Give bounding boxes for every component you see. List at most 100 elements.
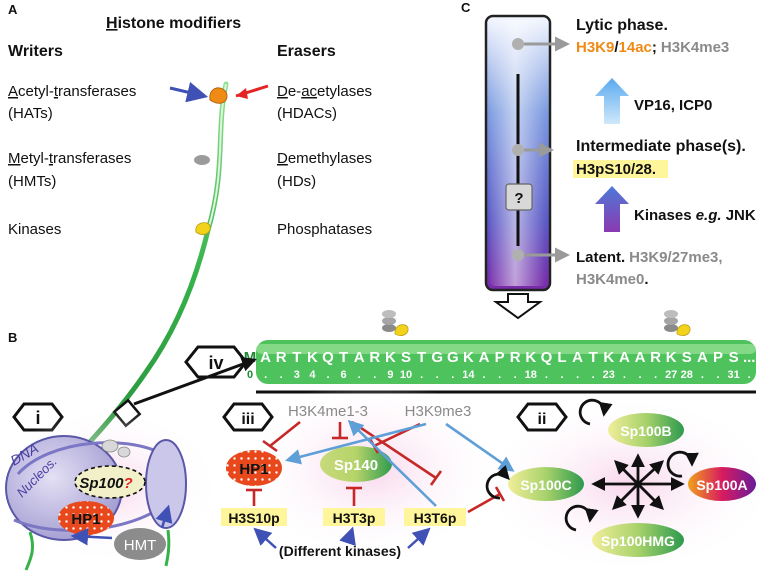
mod-mark-k27-s28 [664,310,691,336]
act-h3k9-sp100c [445,422,515,472]
sequence-position: . [592,369,595,381]
factor2-c: JNK [722,207,756,224]
eraser-hds: (HDs) [277,173,316,190]
sequence-residue: Q [322,349,334,366]
kinase-arrow-s10 [253,527,277,549]
sequence-position: 4 [309,369,316,381]
sequence-residue: R [510,349,521,366]
sequence-residue: P [713,349,723,366]
sequence-position: . [451,369,454,381]
intermediate-dot [512,144,524,156]
acetyl-mark-icon [209,87,228,104]
sequence-residue: S [729,349,739,366]
sp100b-label: Sp100B [620,423,671,439]
loop-sp100b [578,398,613,426]
panel-a-label: A [8,2,18,17]
sequence-position: 18 [525,369,537,381]
kinase-arrow-t3 [339,526,356,547]
w2-c: t [49,150,54,167]
inh-bar [262,439,278,453]
nucleosome: DNA Nucleos. [5,435,187,571]
erasers-header: Erasers [277,43,336,60]
sequence-position: . [560,369,563,381]
sp100hmg-label: Sp100HMG [601,533,675,549]
latent-mark-h3k9-27me3: H3K9/27me3 [629,249,718,266]
sp100q-text: Sp100 [79,475,124,492]
lytic-mark-h3k9: H3K9 [576,39,614,56]
loop-sp100c [485,464,510,500]
inh-bar [429,470,443,486]
h3t6p-label: H3T6p [414,510,457,526]
sequence-residue: A [572,349,583,366]
sequence-position: . [701,369,704,381]
lytic-dot-text: . [663,17,667,34]
sequence-residue: K [463,349,474,366]
e1-a: D [277,83,288,100]
methyl-icon [382,310,396,318]
writer-arrow [169,81,209,103]
h3s10p-highlight [221,508,287,526]
sp100hmg-oval [592,523,684,557]
nucleosome-tail [24,531,34,571]
eraser-hdacs: (HDACs) [277,105,337,122]
h3s10p-label: H3S10p [228,510,279,526]
intermediate-phase-label: Intermediate phase(s). [576,138,746,155]
kinase-arrow-t6 [407,527,431,549]
loop-sp100hmg [564,504,599,532]
panel-c: C ? Lytic phase. H3K9/14ac;H3K4me3 VP16,… [461,0,756,320]
sp100-question-label: Sp100? [79,475,132,492]
inter-mark-28: 28 [635,161,652,178]
sequence-residue: A [635,349,646,366]
sequence-position: . [420,369,423,381]
sequence-position: 14 [462,369,475,381]
arrow-dl [612,483,639,510]
self-loop-arrows [485,398,699,532]
sequence-residue: G [431,349,443,366]
slider-question: ? [514,190,523,207]
slider-knob [505,183,533,211]
up-arrow-1-icon [595,78,629,124]
lytic-slash: / [614,39,619,56]
sequence-residue: A [697,349,708,366]
panel-a-title: Histone modifiers [106,15,241,32]
sequence-residue: T [417,349,426,366]
latent-label-line: Latent.H3K9/27me3, [576,249,723,266]
w1-a: A [8,83,18,100]
hexagon-iii [222,402,274,432]
hp1-left-oval [58,501,114,535]
hp1-label: HP1 [239,461,268,478]
sequence-position: . [576,369,579,381]
hmt-up-arrow [155,504,173,529]
methyl-icon [664,317,678,325]
methyl-mark-icon [194,155,210,165]
sequence-position: . [358,369,361,381]
sequence-position: 10 [400,369,412,381]
sequence-position: 3 [294,369,300,381]
h3k4me1-3-label: H3K4me1-3 [288,403,368,420]
hmt-label: HMT [124,537,157,554]
label-iii: iii [241,411,254,428]
latent-dot-text: . [621,249,625,266]
sequence-residue: R [650,349,661,366]
sp100c-label: Sp100C [520,477,571,493]
sequence-position: . [716,369,719,381]
arrow-ur [637,460,665,486]
sp100a-label: Sp100A [696,477,747,493]
sequence-residue: T [589,349,598,366]
lytic-semicolon: ; [652,39,657,56]
panel-b-label: B [8,330,17,345]
sequence-position: 23 [603,369,615,381]
sp100a-oval [688,467,756,501]
inter-slash: / [631,161,636,178]
lytic-phase-label: Lytic phase. [576,17,668,34]
factor2-a: Kinases [634,207,696,224]
sequence-residue: P [495,349,505,366]
inh-h3k4-sp100c [351,420,437,480]
inter-label: Intermediate phase(s) [576,138,741,155]
w2-d: ransferases [53,150,131,167]
e1-c: ac [301,83,317,100]
sp100-question-oval [74,465,146,499]
